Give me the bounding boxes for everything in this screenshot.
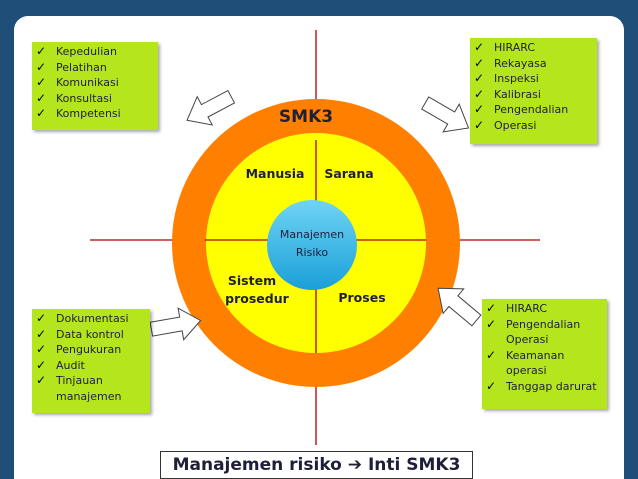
checkmark-icon: ✓ bbox=[486, 316, 497, 331]
checkmark-icon: ✓ bbox=[474, 117, 485, 132]
list-item: ✓ Audit bbox=[36, 358, 144, 374]
list-item-label: Kepedulian bbox=[56, 45, 117, 58]
list-item-label: Inspeksi bbox=[494, 72, 539, 85]
checkmark-icon: ✓ bbox=[36, 59, 47, 74]
checkmark-icon: ✓ bbox=[474, 86, 485, 101]
checkmark-icon: ✓ bbox=[474, 102, 485, 116]
checkmark-icon: ✓ bbox=[474, 40, 485, 54]
list-item: ✓ Dokumentasi bbox=[36, 311, 144, 327]
list-item: ✓ Tinjauan manajemen bbox=[36, 373, 144, 404]
arrow-top-right bbox=[421, 96, 470, 133]
quadrant-label-sistem: Sistem bbox=[228, 273, 276, 288]
list-item: ✓ Tanggap darurat bbox=[486, 379, 601, 395]
list-item: ✓ Operasi bbox=[474, 118, 591, 134]
list-item-label: Keamanan bbox=[506, 348, 565, 362]
list-item: ✓ Rekayasa bbox=[474, 56, 591, 72]
list-item: ✓ Kalibrasi bbox=[474, 87, 591, 103]
center-label-line2: Risiko bbox=[296, 246, 328, 259]
checkmark-icon: ✓ bbox=[36, 373, 47, 387]
list-item-label-continued: operasi bbox=[506, 364, 547, 377]
list-item-label-continued: Operasi bbox=[506, 333, 549, 346]
diagram-title: SMK3 bbox=[279, 107, 333, 127]
list-item-label: Tinjauan bbox=[56, 374, 103, 387]
quadrant-label-sarana: Sarana bbox=[324, 166, 373, 181]
list-item: ✓ Keamanan operasi bbox=[486, 348, 601, 379]
checkmark-icon: ✓ bbox=[36, 90, 47, 105]
checkmark-icon: ✓ bbox=[36, 326, 47, 341]
list-item-label-continued: manajemen bbox=[56, 389, 122, 403]
checkmark-icon: ✓ bbox=[36, 75, 47, 89]
checkmark-icon: ✓ bbox=[486, 347, 497, 362]
quadrant-label-prosedur: prosedur bbox=[225, 291, 289, 306]
checkmark-icon: ✓ bbox=[474, 71, 485, 85]
list-item-label: Dokumentasi bbox=[56, 312, 129, 325]
list-item-label: Rekayasa bbox=[494, 56, 547, 70]
quadrant-label-manusia: Manusia bbox=[246, 166, 305, 181]
checkmark-icon: ✓ bbox=[36, 44, 47, 58]
list-item-label: Pelatihan bbox=[56, 60, 107, 74]
box-bottom-left: ✓ Dokumentasi ✓ Data kontrol ✓ Pengukuran ✓… bbox=[32, 309, 150, 413]
arrow-top-left bbox=[186, 89, 236, 126]
list-item-label: Tanggap darurat bbox=[506, 379, 597, 393]
list-item-label: HIRARC bbox=[506, 302, 548, 315]
list-item-label: Audit bbox=[56, 358, 85, 372]
list-item-label: Konsultasi bbox=[56, 91, 112, 105]
list-item: ✓ Kepedulian bbox=[36, 44, 152, 60]
center-circle bbox=[267, 200, 357, 290]
center-label-line1: Manajemen bbox=[280, 228, 344, 241]
list-item: ✓ HIRARC bbox=[486, 301, 601, 317]
list-item: ✓ HIRARC bbox=[474, 40, 591, 56]
list-item-label: Komunikasi bbox=[56, 76, 119, 89]
list-item: ✓ Inspeksi bbox=[474, 71, 591, 87]
checkmark-icon: ✓ bbox=[486, 378, 497, 393]
list-item: ✓ Pengendalian bbox=[474, 102, 591, 118]
list-item-label: Kompetensi bbox=[56, 107, 121, 120]
list-item: ✓ Konsultasi bbox=[36, 91, 152, 107]
caption-box: Manajemen risiko ➔ Inti SMK3 bbox=[160, 451, 473, 479]
quadrant-label-proses: Proses bbox=[338, 290, 385, 305]
caption-left: Manajemen risiko bbox=[172, 455, 342, 475]
list-item-label: Operasi bbox=[494, 118, 537, 132]
list-item-label: Data kontrol bbox=[56, 327, 124, 341]
list-item: ✓ Komunikasi bbox=[36, 75, 152, 91]
list-item: ✓ Pelatihan bbox=[36, 60, 152, 76]
checkmark-icon: ✓ bbox=[486, 301, 497, 315]
arrow-bottom-left bbox=[149, 307, 202, 341]
checkmark-icon: ✓ bbox=[36, 342, 47, 356]
arrow-bottom-right bbox=[437, 287, 482, 327]
right-arrow-icon: ➔ bbox=[347, 455, 363, 475]
box-top-left: ✓ Kepedulian ✓ Pelatihan ✓ Komunikasi ✓ Kons… bbox=[32, 42, 158, 130]
list-item: ✓ Data kontrol bbox=[36, 327, 144, 343]
caption-right: Inti SMK3 bbox=[367, 455, 461, 475]
checkmark-icon: ✓ bbox=[36, 106, 47, 120]
checkmark-icon: ✓ bbox=[474, 55, 485, 70]
list-item-label: Pengukuran bbox=[56, 343, 122, 356]
list-item-label: HIRARC bbox=[494, 41, 536, 54]
checkmark-icon: ✓ bbox=[36, 311, 47, 325]
list-item: ✓ Pengukuran bbox=[36, 342, 144, 358]
checkmark-icon: ✓ bbox=[36, 357, 47, 372]
box-top-right: ✓ HIRARC ✓ Rekayasa ✓ Inspeksi ✓ Kalibrasi ✓… bbox=[470, 38, 597, 144]
list-item-label: Kalibrasi bbox=[494, 87, 541, 101]
list-item-label: Pengendalian bbox=[494, 103, 569, 116]
list-item-label: Pengendalian bbox=[506, 317, 581, 331]
list-item: ✓ Kompetensi bbox=[36, 106, 152, 122]
